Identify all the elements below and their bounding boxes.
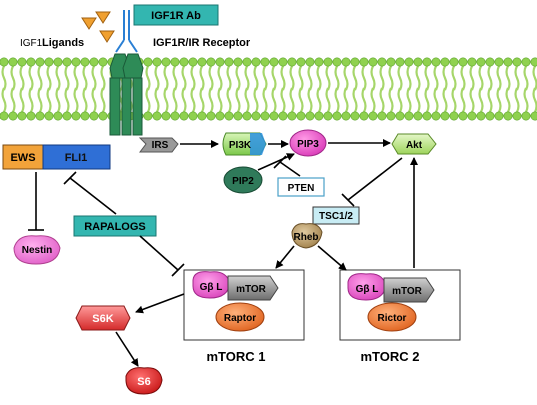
bar-akt-tsc xyxy=(347,157,403,201)
akt-shape xyxy=(391,133,437,155)
pten-label: PTEN xyxy=(288,183,315,194)
bar-rapalogs-ewsfli1 xyxy=(69,177,117,215)
receptor-label: IGF1R/IR Receptor xyxy=(153,37,251,49)
irs-shape xyxy=(138,137,179,153)
rapalogs-box xyxy=(73,215,157,237)
mtorc2-title: mTORC 2 xyxy=(361,349,420,364)
s6-shape xyxy=(125,367,163,395)
rictor-label: Rictor xyxy=(378,313,407,324)
rictor-shape xyxy=(367,302,417,332)
bar-pten-pip3 xyxy=(279,161,301,177)
raptor-label: Raptor xyxy=(224,313,256,324)
igf1-ligands-icon xyxy=(81,11,115,43)
fli1-box xyxy=(42,144,111,170)
s6k-label: S6K xyxy=(92,313,113,325)
fli1-label: FLI1 xyxy=(65,152,88,164)
tsc-box xyxy=(312,206,360,225)
cell-membrane xyxy=(0,57,537,121)
pten-box xyxy=(277,177,325,197)
activation-arrows xyxy=(115,139,418,367)
arrow-pip2-pip3 xyxy=(257,153,295,171)
inhibition-bars xyxy=(28,155,403,277)
arrow-rheb-mtorc1 xyxy=(275,245,295,269)
pi3k-subunit xyxy=(250,133,266,155)
receptor-icon xyxy=(109,53,144,136)
raptor-shape xyxy=(215,302,265,332)
mtorc1-gbl-label: Gβ L xyxy=(200,282,223,293)
pip3-label: PIP3 xyxy=(297,139,319,150)
nestin-shape xyxy=(13,235,61,265)
bar-rapalogs-mtorc1 xyxy=(139,235,179,271)
arrow-mtorc1-s6k xyxy=(135,293,185,314)
akt-label: Akt xyxy=(406,140,423,151)
pip2-label: PIP2 xyxy=(232,176,254,187)
ews-label: EWS xyxy=(10,152,35,164)
s6-label: S6 xyxy=(137,376,150,388)
tsc-label: TSC1/2 xyxy=(319,211,353,222)
antibody-icon xyxy=(115,10,138,53)
mtorc1-mtor-label: mTOR xyxy=(236,284,267,295)
arrow-s6k-s6 xyxy=(115,331,139,367)
s6k-shape xyxy=(75,305,131,331)
irs-label: IRS xyxy=(152,140,169,151)
rheb-shape xyxy=(291,223,323,249)
mtorc2-gbl-label: Gβ L xyxy=(356,284,379,295)
mtorc1-mtor-shape xyxy=(227,275,279,301)
ligands-label: Ligands xyxy=(42,37,84,49)
pip3-shape xyxy=(289,129,327,157)
mtorc1-title: mTORC 1 xyxy=(207,349,266,364)
pip2-shape xyxy=(223,166,263,194)
nestin-label: Nestin xyxy=(22,245,53,256)
ligands-prefix: IGF1 xyxy=(20,38,43,49)
igf1r-antibody-label: IGF1R Ab xyxy=(151,10,201,22)
rheb-label: Rheb xyxy=(294,232,319,243)
mtorc2-mtor-label: mTOR xyxy=(392,286,423,297)
rapalogs-label: RAPALOGS xyxy=(84,221,146,233)
igf1r-antibody-box xyxy=(133,4,219,26)
pi3k-label: PI3K xyxy=(229,140,252,151)
ews-box xyxy=(2,144,44,170)
arrow-rheb-mtorc2 xyxy=(317,245,347,271)
mtorc2-mtor-shape xyxy=(383,277,435,303)
